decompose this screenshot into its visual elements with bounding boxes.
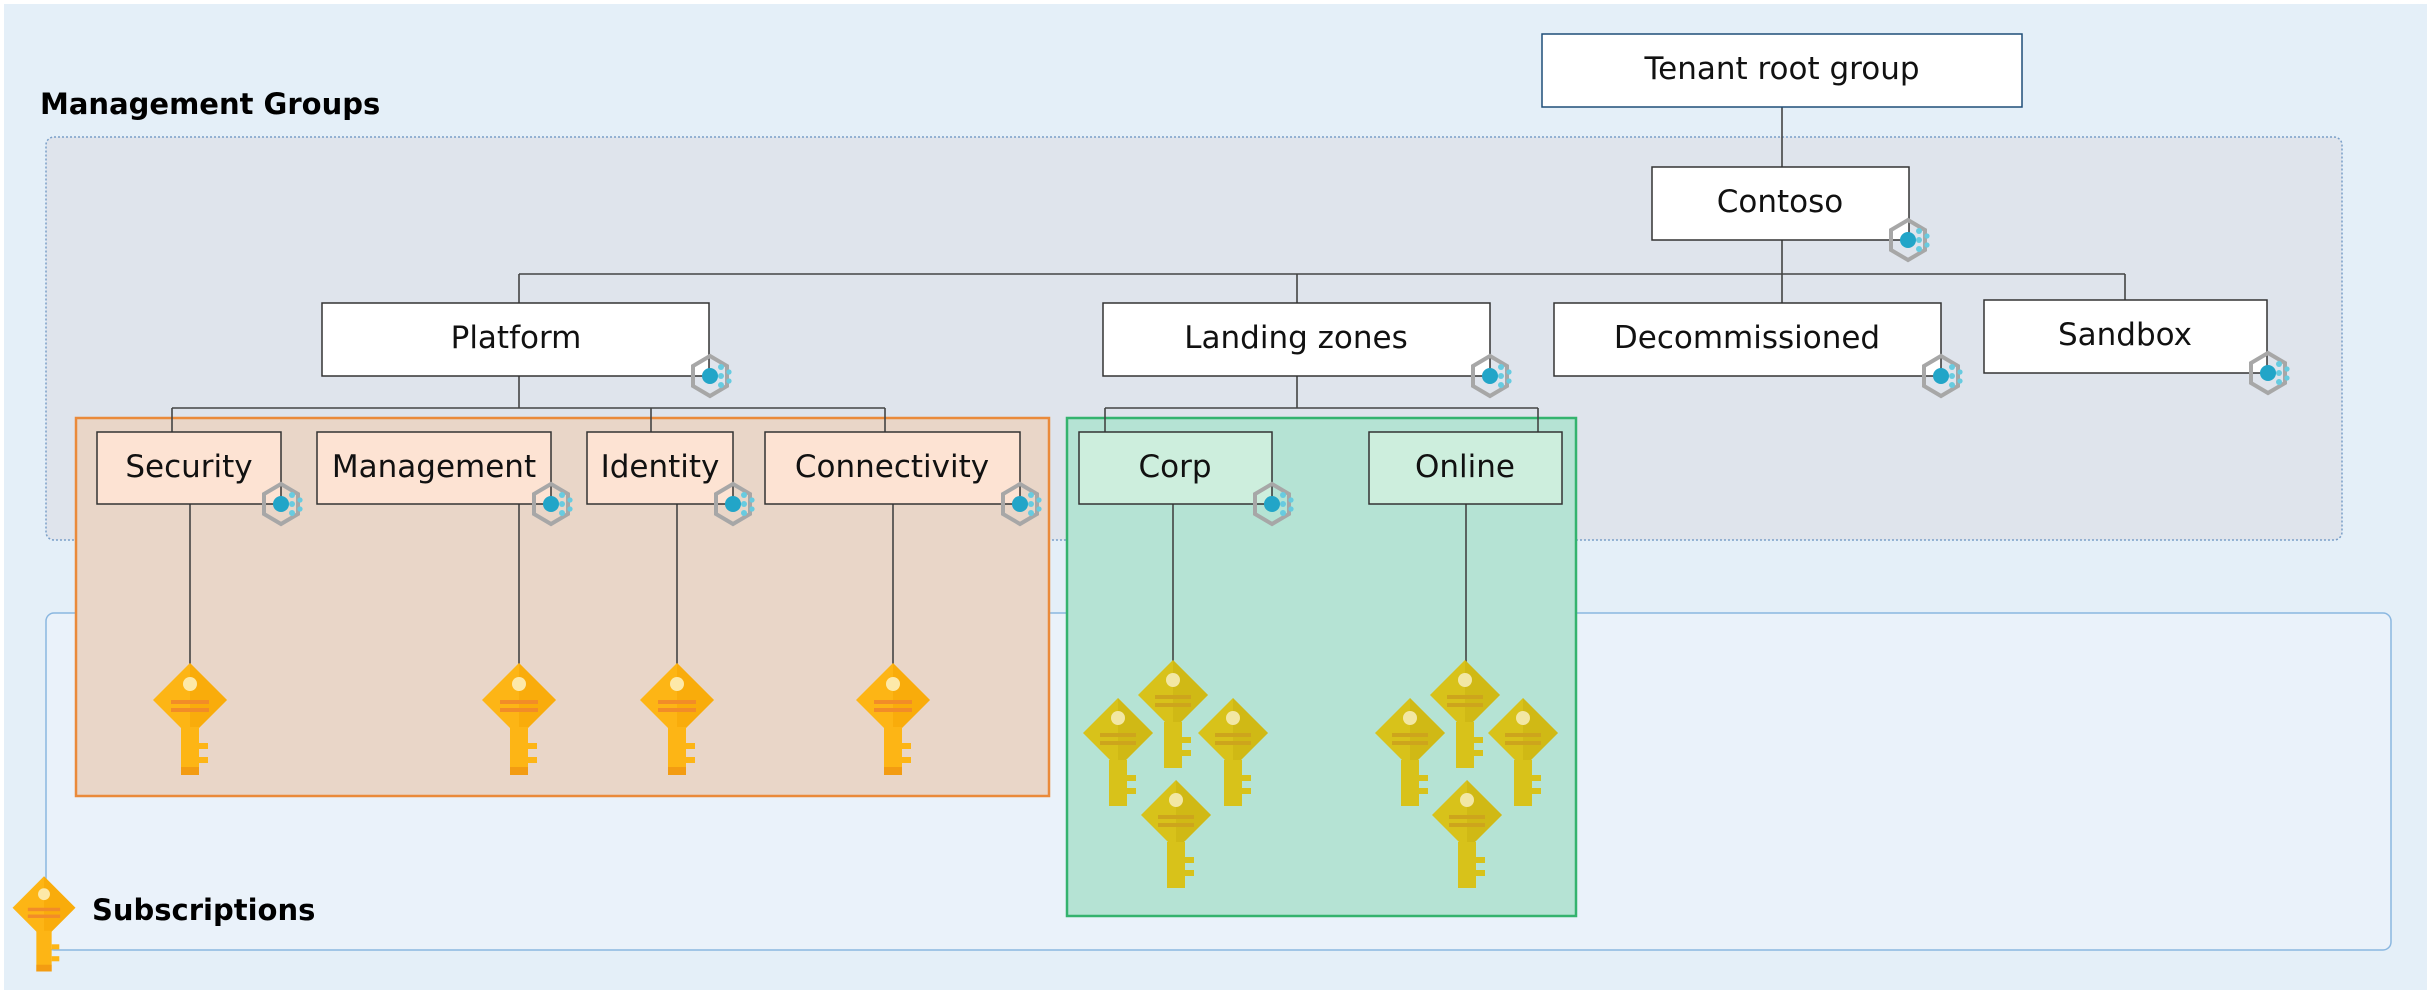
node-connectivity: Connectivity — [764, 431, 1044, 526]
node-corp: Corp — [1078, 431, 1296, 526]
node-label: Tenant root group — [1643, 51, 1919, 87]
node-sandbox: Sandbox — [1983, 299, 2292, 395]
node-identity: Identity — [586, 431, 757, 526]
subscriptions-heading: Subscriptions — [92, 893, 315, 927]
management-groups-heading: Management Groups — [40, 87, 380, 121]
node-label: Security — [125, 449, 252, 485]
node-landing-zones: Landing zones — [1102, 302, 1514, 398]
node-label: Corp — [1138, 449, 1211, 485]
node-label: Identity — [601, 449, 720, 485]
node-contoso: Contoso — [1651, 166, 1932, 262]
node-management: Management — [316, 431, 575, 526]
node-label: Decommissioned — [1614, 320, 1880, 356]
node-label: Platform — [451, 320, 582, 356]
hierarchy-connectors — [171, 107, 2126, 668]
node-security: Security — [96, 431, 305, 526]
node-label: Sandbox — [2058, 317, 2192, 353]
node-label: Connectivity — [795, 449, 989, 485]
node-label: Contoso — [1717, 184, 1844, 220]
node-online: Online — [1368, 431, 1563, 505]
node-tenant-root: Tenant root group — [1541, 33, 2023, 108]
node-label: Online — [1415, 449, 1515, 485]
node-decommissioned: Decommissioned — [1553, 302, 1965, 398]
node-label: Landing zones — [1184, 320, 1408, 356]
node-label: Management — [332, 449, 536, 485]
node-platform: Platform — [321, 302, 734, 398]
